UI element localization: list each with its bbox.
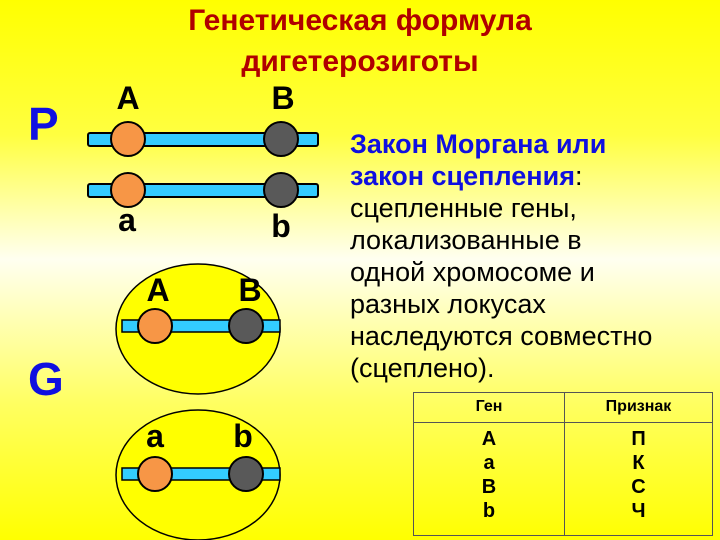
law-text-line: разных локусах [350,289,546,319]
law-text-line: одной хромосоме и [350,257,595,287]
law-text-line: наследуются совместно [350,321,653,351]
traits-cell: П К С Ч [564,422,713,536]
trait: К [632,452,645,474]
trait: С [631,476,646,498]
allele-B-locus [263,121,299,157]
label-A: A [116,80,140,116]
label-b: b [271,208,291,244]
allele-b-locus [263,172,299,208]
genes-cell: A a B b [413,422,565,536]
law-title-line-1: Закон Моргана или [350,129,607,159]
colon: : [574,161,583,191]
gamete-AB [115,263,281,395]
title-line-2: дигетерозиготы [241,45,479,78]
gamete-label: G [28,353,64,405]
law-text-line: локализованные в [350,225,582,255]
law-description: Закон Моргана или закон сцепления: сцепл… [350,128,720,384]
label-B: B [271,80,295,116]
law-text-line: (сцеплено). [350,353,495,383]
label-a: a [118,202,136,238]
gene: a [483,452,495,474]
allele-a-locus [110,172,146,208]
gene: b [482,500,496,522]
allele-A-locus [110,121,146,157]
gamete2-label-a: a [146,418,164,454]
title-line-1: Генетическая формула [188,4,532,37]
gene: B [481,476,497,498]
gamete-ab [115,409,281,540]
law-title-line-2: закон сцепления [350,161,575,191]
gamete2-label-b: b [233,418,253,454]
trait: П [631,428,646,450]
gamete1-label-B: B [238,272,262,308]
header-gene: Ген [413,392,565,423]
gene-trait-table: Ген Признак A a B b П К С Ч [413,392,713,536]
gamete1-label-A: A [146,272,170,308]
gene: A [481,428,497,450]
slide-title: Генетическая формула дигетерозиготы [0,0,720,82]
trait: Ч [631,500,646,522]
header-trait: Признак [564,392,713,423]
law-text-line: сцепленные гены, [350,193,577,223]
parent-label: P [28,98,59,150]
parent-chromosome-bottom [87,172,319,208]
parent-chromosome-top [87,121,319,157]
